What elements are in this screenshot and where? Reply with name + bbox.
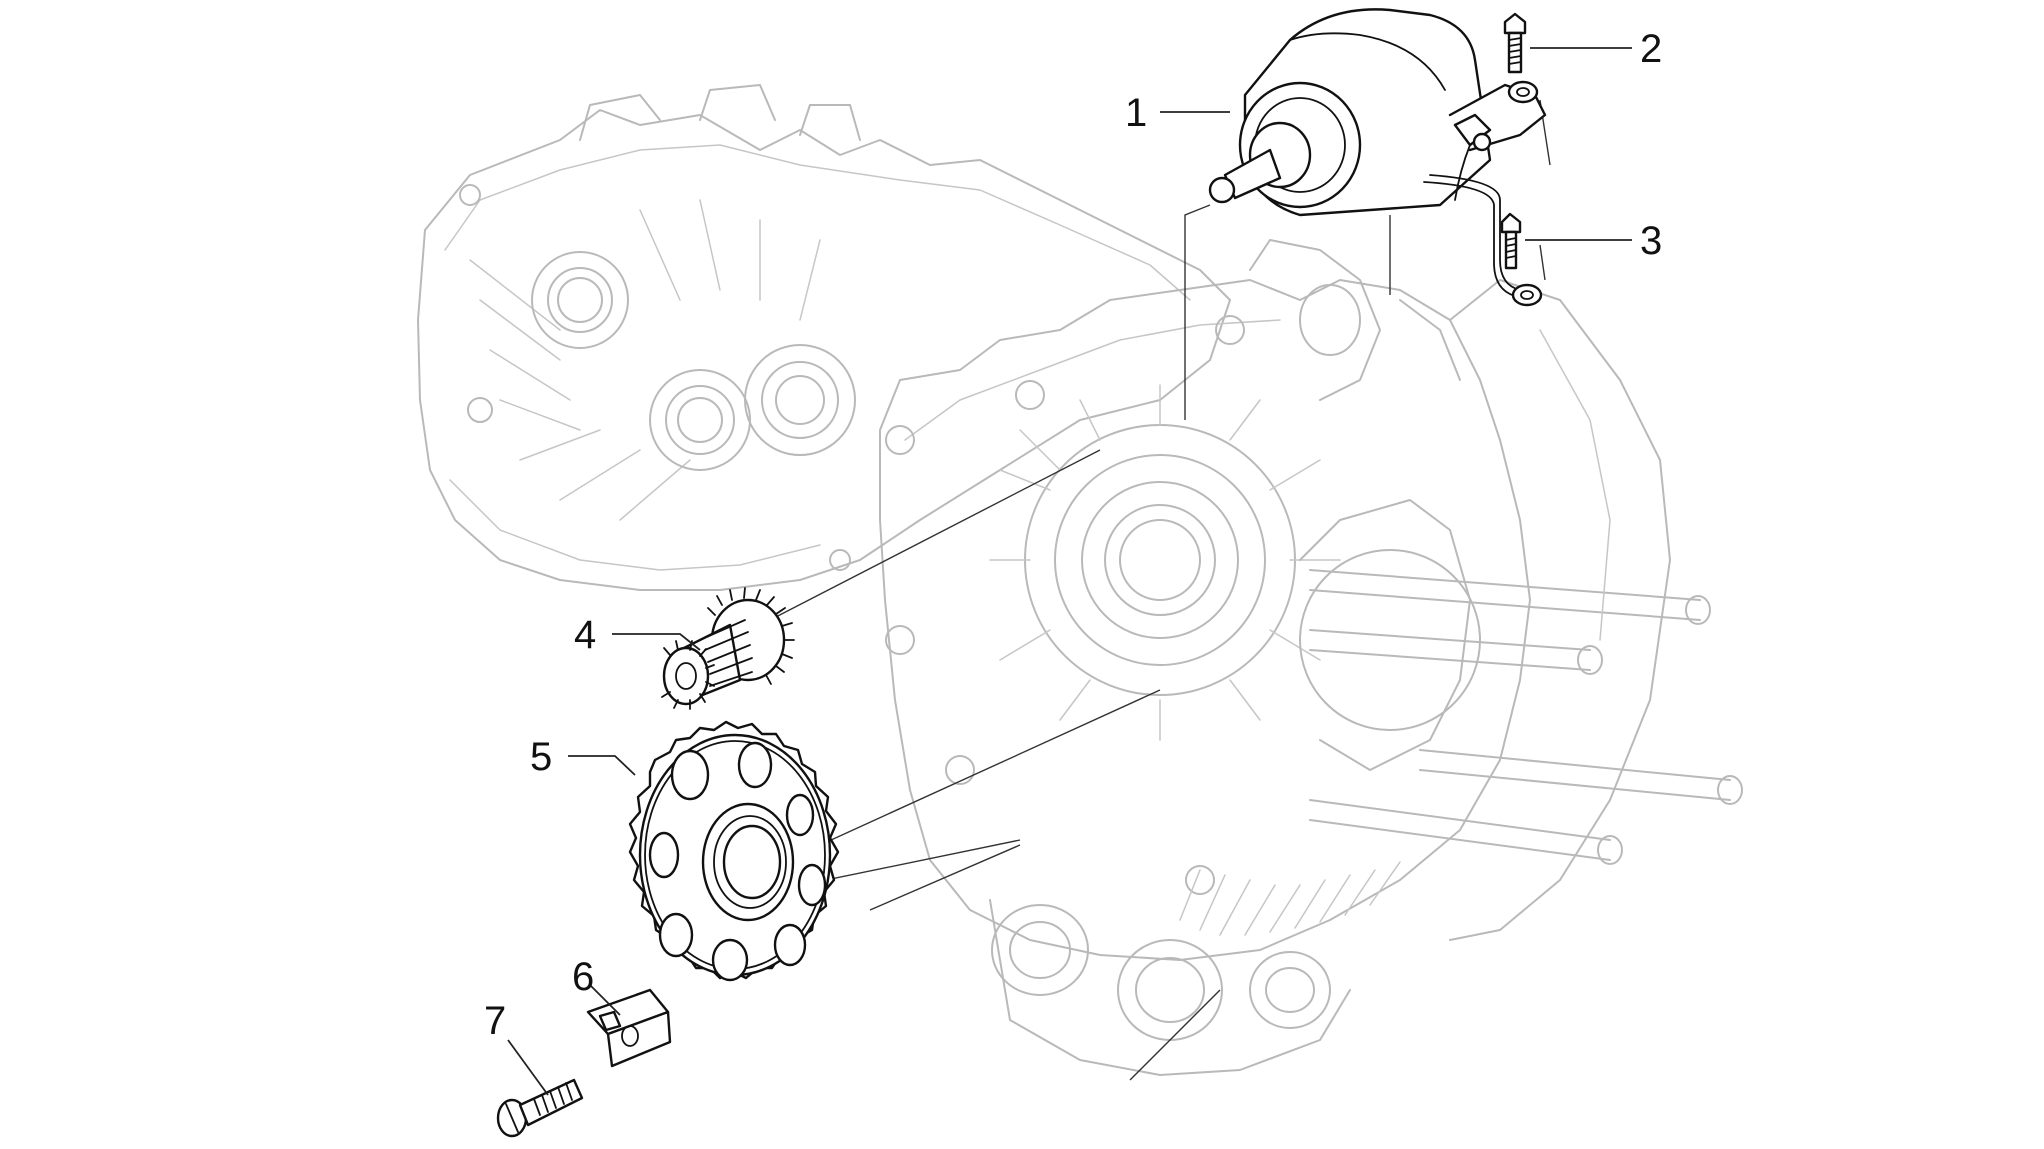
callout-4: 4 xyxy=(574,613,596,657)
engine-crankcase-ghost xyxy=(417,84,1743,1076)
ground-cable-screw xyxy=(1500,212,1522,270)
starter-pinion-gear xyxy=(661,587,795,710)
leader-7 xyxy=(507,1039,549,1096)
callout-5: 5 xyxy=(530,735,552,779)
leader-5 xyxy=(568,755,636,776)
callout-1: 1 xyxy=(1125,91,1147,135)
callout-2: 2 xyxy=(1640,27,1662,71)
callout-3: 3 xyxy=(1640,219,1662,263)
leader-6b xyxy=(589,984,621,1016)
retaining-plate xyxy=(586,988,672,1068)
plate-screw xyxy=(496,1078,584,1138)
callout-6: 6 xyxy=(572,955,594,999)
starter-motor-bolt xyxy=(1503,12,1527,74)
starter-motor xyxy=(1208,8,1547,307)
callout-labels: 1 2 3 4 5 6 7 xyxy=(484,27,1662,1043)
leader-4 xyxy=(612,633,701,651)
starter-ring-gear xyxy=(628,720,840,982)
callout-7: 7 xyxy=(484,999,506,1043)
callout-leaders xyxy=(507,47,1632,1096)
